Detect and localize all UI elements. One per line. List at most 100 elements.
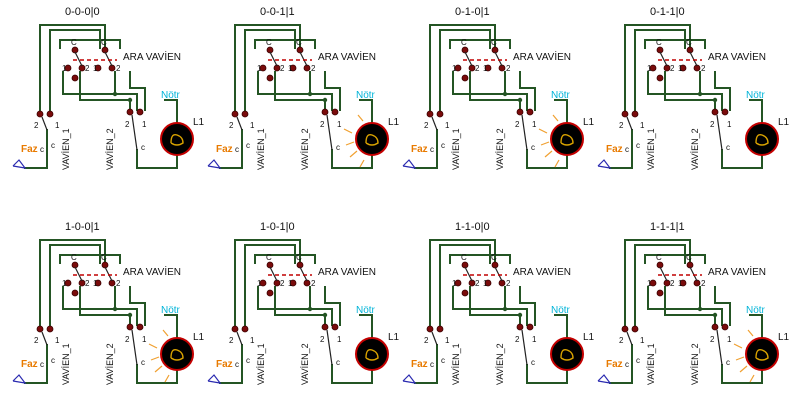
ara-c-label: C — [266, 253, 272, 262]
wire-left-loop — [624, 24, 691, 113]
vav2-c-label: c — [726, 358, 730, 367]
vav1-terminal — [46, 110, 54, 118]
lamp-filament-icon — [170, 348, 184, 361]
ara-c-label: C — [461, 253, 467, 262]
wire-mid-low — [452, 71, 506, 95]
vavien-2-label: VAVİEN_2 — [105, 128, 115, 170]
vav1-c-label: c — [636, 356, 640, 365]
wire-notr — [554, 99, 568, 124]
vav1-1-label: 1 — [640, 121, 645, 130]
lamp-icon — [355, 122, 389, 156]
ara-c-label: C — [71, 38, 77, 47]
vav1-terminal — [231, 110, 239, 118]
lamp-icon — [745, 122, 779, 156]
ara-arm — [74, 51, 83, 67]
lamp-glow-ray — [164, 374, 170, 383]
wire-notr — [554, 314, 568, 339]
ara-vavien-label: ARA VAVİEN — [513, 50, 571, 63]
wire-to-vav2 — [79, 286, 131, 326]
wire-to-vav2 — [664, 286, 716, 326]
ara-terminal — [266, 289, 274, 297]
faz-c-label: c — [625, 360, 629, 369]
ara-terminal — [71, 289, 79, 297]
lamp-icon — [745, 337, 779, 371]
ara-vavien-label: ARA VAVİEN — [318, 265, 376, 278]
lamp-icon — [550, 122, 584, 156]
vav2-arm — [521, 329, 528, 366]
wire-ara-right — [114, 71, 138, 111]
vav2-c-label: c — [336, 358, 340, 367]
vav1-arm — [236, 331, 243, 346]
ara-arm — [494, 51, 503, 67]
ara-terminal — [64, 279, 72, 287]
lamp-filament-icon — [560, 348, 574, 361]
vav1-1-label: 1 — [445, 336, 450, 345]
vav2-2-label: 2 — [515, 335, 520, 344]
lamp-glow-ray — [739, 365, 748, 373]
ara-c-label: C — [656, 253, 662, 262]
wire-mid-low — [62, 71, 116, 95]
lamp-glow-ray — [345, 141, 355, 146]
lamp-filament-icon — [560, 133, 574, 146]
junction-node — [502, 91, 508, 97]
ara-2-label: 2 — [701, 64, 706, 73]
ara-arm — [269, 51, 278, 67]
wire-lamp-return — [331, 149, 373, 169]
vav1-terminal — [241, 110, 249, 118]
vav2-c-label: c — [336, 143, 340, 152]
lamp-filament-icon — [755, 348, 769, 361]
vav1-2-label: 2 — [229, 121, 234, 130]
vav2-terminal — [136, 323, 144, 331]
vav1-2-label: 2 — [34, 336, 39, 345]
faz-c-label: c — [235, 145, 239, 154]
notr-label: Nötr — [746, 90, 766, 101]
junction-node — [712, 312, 718, 318]
lamp-filament-icon — [365, 133, 379, 146]
lamp-label: L1 — [388, 332, 400, 343]
ara-c-label: C — [491, 38, 497, 47]
wire-to-vav2 — [79, 71, 131, 111]
ara-1-label: 1 — [647, 279, 652, 288]
wire-ara-top — [59, 39, 121, 49]
ara-1-label: 1 — [288, 64, 293, 73]
faz-c-label: c — [430, 145, 434, 154]
lamp-filament-icon — [755, 133, 769, 146]
vav1-2-label: 2 — [229, 336, 234, 345]
vav1-terminal — [36, 325, 44, 333]
ara-2-label: 2 — [116, 279, 121, 288]
vav2-arm — [131, 114, 138, 151]
ara-terminal — [649, 279, 657, 287]
ara-1-label: 1 — [483, 279, 488, 288]
ara-2-label: 2 — [475, 279, 480, 288]
junction-node — [112, 306, 118, 312]
vav1-terminal — [426, 325, 434, 333]
wire-ara-top — [644, 254, 706, 264]
ara-2-label: 2 — [506, 279, 511, 288]
junction-node — [307, 91, 313, 97]
notr-label: Nötr — [551, 305, 571, 316]
junction-node — [127, 97, 133, 103]
wire-left-loop — [234, 239, 301, 328]
lamp-icon — [160, 122, 194, 156]
ara-arm — [299, 266, 308, 282]
faz-source-icon — [597, 374, 612, 384]
vav2-terminal — [321, 323, 329, 331]
ara-terminal — [679, 279, 687, 287]
vav1-1-label: 1 — [640, 336, 645, 345]
vav2-c-label: c — [726, 143, 730, 152]
panel-title: 0-1-1|0 — [650, 6, 685, 18]
wire-mid-low — [257, 71, 311, 95]
vav2-arm — [716, 114, 723, 151]
ara-arm — [689, 51, 698, 67]
wire-ara-right — [504, 286, 528, 326]
faz-source-icon — [12, 374, 27, 384]
lamp-label: L1 — [778, 332, 790, 343]
panel-title: 0-0-0|0 — [65, 6, 100, 18]
vav1-1-label: 1 — [250, 121, 255, 130]
junction-node — [322, 312, 328, 318]
ara-terminal — [649, 64, 657, 72]
junction-node — [697, 91, 703, 97]
wire-ara-right — [309, 71, 333, 111]
